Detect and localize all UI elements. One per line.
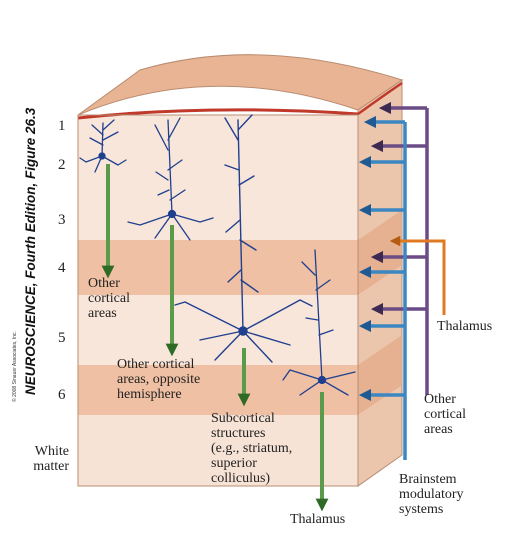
input-label-other-cortical: Other cortical areas [424, 392, 466, 437]
output-label-subcortical: Subcortical structures (e.g., striatum, … [211, 411, 293, 486]
output-label-opposite-hemisphere: Other cortical areas, opposite hemispher… [117, 357, 201, 402]
neuron-layer3 [127, 117, 214, 241]
neuron-layer5 [174, 114, 313, 363]
layer-6-band [78, 365, 358, 415]
input-arrows-cortical [370, 101, 429, 395]
output-label-other-cortical: Other cortical areas [88, 276, 130, 321]
block-top-face [77, 54, 404, 116]
input-arrow-thalamus [389, 235, 446, 315]
figure-source-caption: NEUROSCIENCE, Fourth Edition, Figure 26.… [23, 107, 38, 395]
input-label-thalamus: Thalamus [437, 319, 493, 334]
figure-caption: NEUROSCIENCE, Fourth Edition, Figure 26.… [0, 0, 38, 537]
neuron-layer6 [282, 249, 356, 396]
white-matter-band [78, 415, 358, 486]
copyright-notice: © 2008 Sinauer Associates, Inc. [12, 331, 18, 402]
layer-number-5: 5 [58, 330, 66, 346]
layer-number-1: 1 [58, 118, 66, 134]
neuron-layer2 [79, 119, 127, 173]
input-arrows-brainstem [358, 115, 407, 460]
white-matter-label: White matter [33, 444, 69, 474]
layer-number-4: 4 [58, 260, 66, 276]
layer-4-band [78, 240, 358, 295]
layer-number-6: 6 [58, 387, 66, 403]
layer-number-2: 2 [58, 157, 66, 173]
input-label-brainstem: Brainstem modulatory systems [399, 472, 464, 517]
output-label-thalamus: Thalamus [290, 512, 346, 527]
output-arrows [101, 164, 329, 512]
layer-number-3: 3 [58, 212, 66, 228]
